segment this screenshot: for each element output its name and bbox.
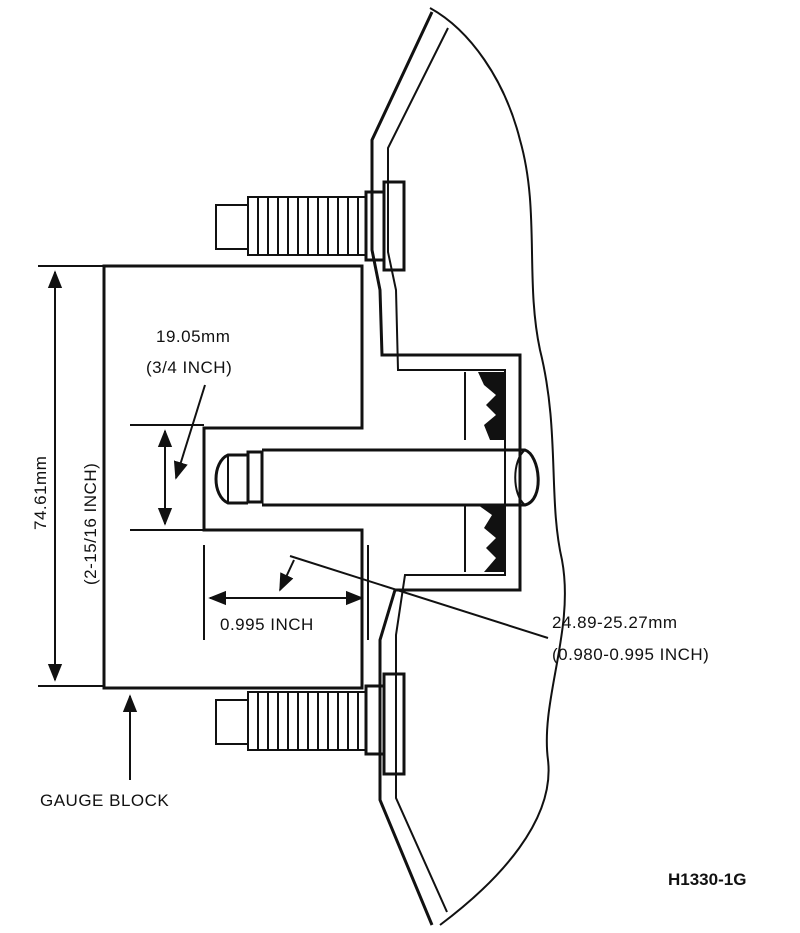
range-mm-label: 24.89-25.27mm <box>552 613 678 632</box>
height-in-label: (2-15/16 INCH) <box>81 463 100 585</box>
step-mm-label: 19.05mm <box>156 327 230 346</box>
gauge-block-label: GAUGE BLOCK <box>40 791 169 810</box>
figure-code: H1330-1G <box>668 870 746 889</box>
gauge-block-callout: GAUGE BLOCK <box>40 694 169 810</box>
axle-housing <box>429 7 566 926</box>
seal-bearing <box>464 372 505 572</box>
height-mm-label: 74.61mm <box>31 456 50 530</box>
range-in-label: (0.980-0.995 INCH) <box>552 645 709 664</box>
housing-flange <box>370 11 522 926</box>
step-in-label: (3/4 INCH) <box>146 358 232 377</box>
lower-bolt <box>215 672 406 776</box>
axle-shaft <box>214 448 540 507</box>
step-dimension: 19.05mm (3/4 INCH) <box>130 327 232 531</box>
depth-dimension: 0.995 INCH <box>203 545 369 640</box>
range-leader: 24.89-25.27mm (0.980-0.995 INCH) <box>279 555 709 664</box>
depth-in-label: 0.995 INCH <box>220 615 314 634</box>
upper-bolt <box>215 180 406 272</box>
height-dimension: 74.61mm (2-15/16 INCH) <box>31 265 104 687</box>
